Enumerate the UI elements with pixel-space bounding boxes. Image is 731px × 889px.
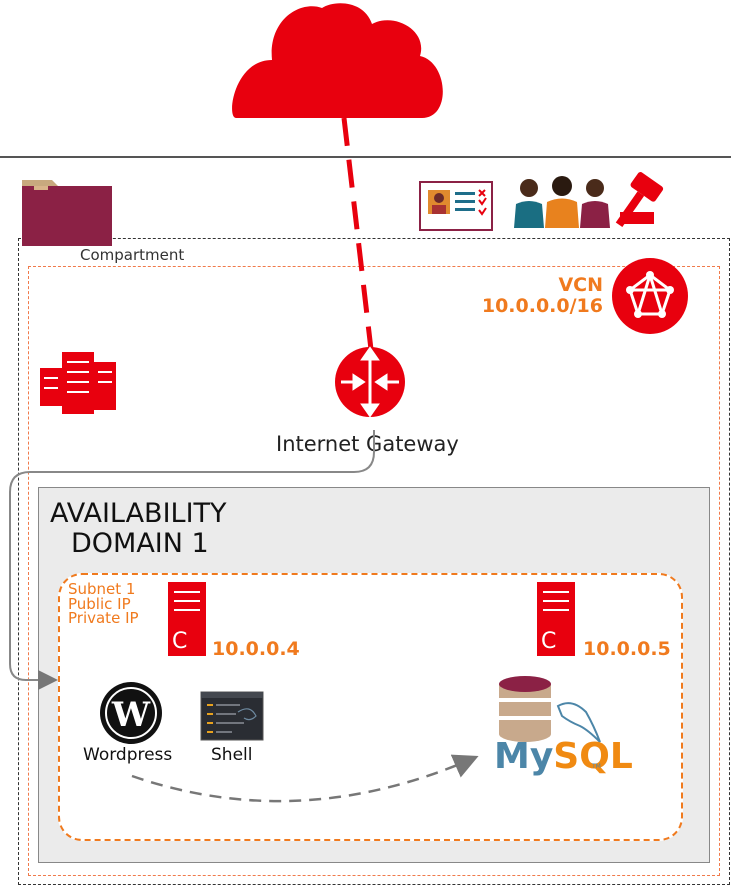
router-icon: [335, 346, 405, 418]
compartment-label: Compartment: [80, 246, 185, 264]
vcn-name: VCN: [558, 274, 603, 296]
mysql-wordmark: MySQL: [494, 736, 633, 777]
svg-text:C: C: [541, 629, 556, 654]
gavel-icon: [615, 172, 664, 228]
mysql-my: My: [494, 736, 553, 777]
wordpress-label: Wordpress: [83, 745, 173, 765]
vcn-boundary: [28, 266, 720, 876]
ad-title-line2: DOMAIN 1: [71, 528, 209, 559]
server-icon: C: [168, 582, 206, 656]
gateway-route: [9, 430, 375, 690]
vcn-icon: [612, 258, 688, 334]
compute2-ip: 10.0.0.5: [583, 638, 671, 660]
wordpress-icon: W: [100, 682, 162, 744]
dolphin-icon: [556, 702, 601, 743]
internet-gateway-label: Internet Gateway: [276, 432, 459, 456]
subnet-public-ip: Public IP: [68, 594, 131, 613]
server-icon: C: [537, 582, 575, 656]
vcn-label: VCN 10.0.0.0/16: [440, 275, 603, 317]
cloud-icon: [232, 3, 443, 118]
folder-icon: [22, 180, 112, 246]
database-icon: [499, 676, 551, 742]
top-divider: [0, 156, 731, 158]
vcn-cidr: 10.0.0.0/16: [481, 295, 603, 317]
people-icon: [514, 176, 610, 228]
mysql-tm: TM: [591, 763, 601, 770]
subnet-name: Subnet 1: [68, 580, 136, 598]
shell-label: Shell: [211, 745, 253, 765]
subnet-private-ip: Private IP: [68, 609, 139, 627]
app-db-connection: [131, 754, 479, 803]
compartment-boundary: [18, 238, 730, 885]
terminal-icon: [200, 691, 264, 741]
internet-link: [341, 117, 375, 359]
svg-text:W: W: [111, 695, 151, 735]
id-card-icon: [419, 181, 493, 231]
availability-domain-title: AVAILABILITY DOMAIN 1: [50, 499, 227, 559]
subnet-label: Subnet 1 Public IP Private IP: [68, 582, 139, 626]
ad-title-line1: AVAILABILITY: [50, 498, 227, 529]
svg-text:C: C: [172, 629, 187, 654]
compute1-ip: 10.0.0.4: [212, 638, 300, 660]
mysql-sql: SQL: [553, 736, 632, 777]
datacenter-icon: [40, 352, 116, 414]
